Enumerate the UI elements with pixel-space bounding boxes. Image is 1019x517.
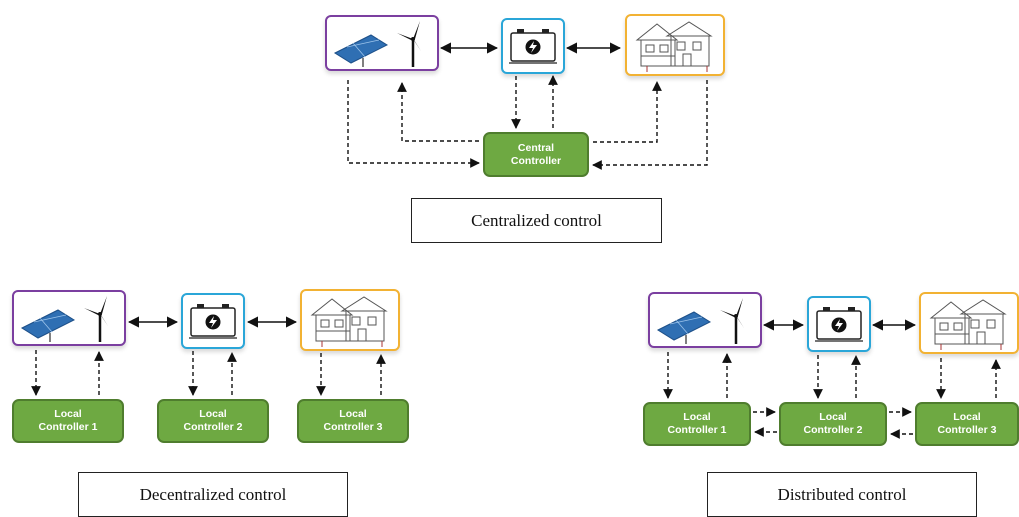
house-icon: [310, 296, 388, 347]
battery-icon: [189, 304, 237, 339]
control-signal-arrow: [592, 80, 708, 170]
local-controller-2: Local Controller 2: [157, 399, 269, 443]
battery-icon: [509, 29, 557, 64]
central-controller: Central Controller: [483, 132, 589, 177]
control-signal-arrow: [347, 80, 480, 168]
controller-label-line1: Central: [517, 141, 555, 154]
controller-label-line1: Local: [339, 408, 367, 420]
decentralized-caption: Decentralized control: [78, 472, 348, 517]
controller-label-line2: Controller 3: [323, 421, 383, 433]
house-icon: [635, 21, 713, 72]
controller-label-line1: Local: [819, 411, 847, 423]
controller-label-line2: Controller 2: [803, 424, 863, 436]
controller-label-line1: Local: [953, 411, 981, 423]
controller-label-line1: Local: [199, 408, 227, 420]
load-box: [625, 14, 725, 76]
distributed-caption: Distributed control: [707, 472, 977, 517]
house-icon: [929, 299, 1007, 350]
solar-panel-icon: [20, 309, 76, 342]
control-signal-arrow: [593, 81, 662, 143]
controller-label-line1: Local: [683, 411, 711, 423]
storage-box: [501, 18, 565, 74]
local-controller-2: Local Controller 2: [779, 402, 887, 446]
storage-box: [807, 296, 871, 352]
controller-label-line1: Local: [54, 408, 82, 420]
wind-turbine-icon: [397, 21, 421, 67]
controller-label-line2: Controller 2: [183, 421, 243, 433]
local-controller-3: Local Controller 3: [297, 399, 409, 443]
controller-label-line2: Controller 3: [937, 424, 997, 436]
load-box: [300, 289, 400, 351]
load-box: [919, 292, 1019, 354]
controller-label-line2: Controller: [510, 154, 562, 167]
wind-turbine-icon: [720, 298, 744, 344]
storage-box: [181, 293, 245, 349]
generation-box: [325, 15, 439, 71]
generation-box: [12, 290, 126, 346]
control-signal-arrow: [397, 82, 479, 142]
centralized-caption: Centralized control: [411, 198, 662, 243]
generation-box: [648, 292, 762, 348]
solar-panel-icon: [333, 34, 389, 67]
local-controller-1: Local Controller 1: [12, 399, 124, 443]
local-controller-3: Local Controller 3: [915, 402, 1019, 446]
controller-label-line2: Controller 1: [38, 421, 98, 433]
solar-panel-icon: [656, 311, 712, 344]
controller-label-line2: Controller 1: [667, 424, 727, 436]
wind-turbine-icon: [84, 296, 108, 342]
battery-icon: [815, 307, 863, 342]
local-controller-1: Local Controller 1: [643, 402, 751, 446]
